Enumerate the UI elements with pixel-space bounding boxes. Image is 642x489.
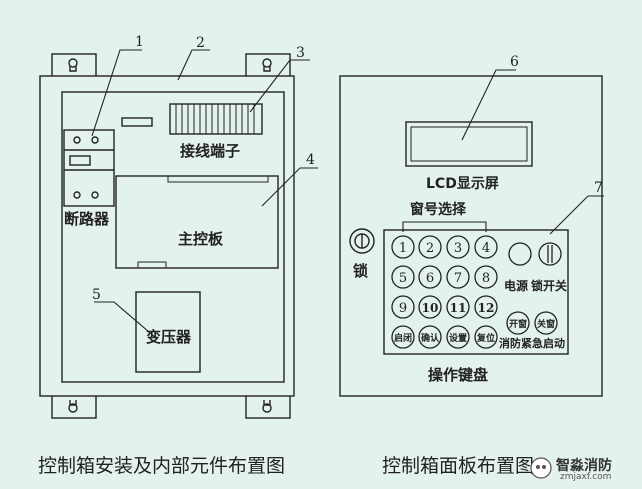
- key-7[interactable]: [446, 265, 470, 289]
- keyboard-frame: [383, 229, 569, 355]
- lock-label: 锁: [353, 262, 368, 280]
- key-close-window[interactable]: [534, 311, 558, 335]
- lcd-label: LCD显示屏: [426, 176, 499, 192]
- keyboard-label: 操作键盘: [428, 366, 488, 384]
- terminal-block: [169, 103, 263, 135]
- key-11-label: 11: [450, 301, 467, 315]
- open-window-label: 开窗: [509, 318, 527, 330]
- callout-4: 4: [306, 152, 315, 168]
- power-indicator: [508, 242, 532, 266]
- main-control-board: [115, 175, 279, 269]
- circuit-breaker: [63, 129, 115, 207]
- window-select-bracket: [402, 221, 487, 232]
- key-9[interactable]: [391, 295, 415, 319]
- transformer-label: 变压器: [146, 328, 192, 346]
- key-1-label: 1: [399, 241, 407, 256]
- key-5-label: 5: [399, 271, 407, 286]
- breaker-label: 断路器: [64, 210, 110, 228]
- key-settings-label: 设置: [449, 332, 467, 344]
- key-confirm[interactable]: [418, 325, 442, 349]
- board-label: 主控板: [178, 230, 224, 248]
- key-open-window[interactable]: [506, 311, 530, 335]
- callout-2: 2: [196, 35, 205, 51]
- key-12-label: 12: [478, 301, 495, 315]
- lcd-screen: [405, 121, 533, 167]
- key-12[interactable]: [474, 295, 498, 319]
- watermark-name: 智淼消防: [556, 458, 612, 474]
- key-4[interactable]: [474, 235, 498, 259]
- right-panel: [339, 69, 604, 397]
- close-window-label: 关窗: [537, 318, 555, 330]
- key-start-stop[interactable]: [391, 325, 415, 349]
- watermark-url: zmjaxf.com: [560, 472, 612, 482]
- lock-switch-label: 锁开关: [531, 278, 567, 293]
- small-terminal-strip: [121, 117, 153, 127]
- callout-6-leader: [461, 69, 516, 141]
- key-5[interactable]: [391, 265, 415, 289]
- key-reset[interactable]: [474, 325, 498, 349]
- key-3[interactable]: [446, 235, 470, 259]
- left-cabinet: [39, 49, 318, 419]
- key-reset-label: 复位: [476, 332, 495, 344]
- keyhole-top-right: [262, 58, 272, 72]
- terminal-label: 接线端子: [180, 142, 240, 160]
- transformer: [135, 291, 201, 373]
- mount-tab-top-left: [51, 53, 97, 79]
- cabinet-outer: [39, 75, 295, 397]
- key-settings[interactable]: [446, 325, 470, 349]
- lock-switch[interactable]: [538, 242, 562, 266]
- left-caption: 控制箱安装及内部元件布置图: [38, 455, 285, 477]
- key-2[interactable]: [418, 235, 442, 259]
- key-7-label: 7: [454, 271, 462, 286]
- callout-3: 3: [296, 45, 305, 61]
- callout-7-leader: [549, 195, 604, 235]
- key-11[interactable]: [446, 295, 470, 319]
- key-8[interactable]: [474, 265, 498, 289]
- key-confirm-label: 确认: [421, 332, 440, 344]
- key-10-label: 10: [422, 301, 439, 315]
- keyhole-bottom-right: [262, 400, 272, 413]
- keyhole-bottom-left: [68, 400, 78, 413]
- key-10[interactable]: [418, 295, 442, 319]
- mount-tab-top-right: [245, 53, 291, 79]
- right-caption: 控制箱面板布置图: [382, 455, 534, 477]
- watermark: 智淼消防 zmjaxf.com: [526, 454, 638, 482]
- callout-1: 1: [135, 34, 144, 50]
- watermark-logo-icon: [530, 457, 552, 479]
- window-select-label: 窗号选择: [410, 201, 467, 218]
- callout-6: 6: [510, 54, 519, 70]
- key-6-label: 6: [426, 271, 434, 286]
- key-1[interactable]: [391, 235, 415, 259]
- cabinet-inner-panel: [61, 91, 285, 383]
- left-callout-leaders: [91, 49, 318, 339]
- lock-icon: [349, 228, 375, 254]
- key-2-label: 2: [426, 241, 434, 256]
- panel-body: [339, 75, 603, 397]
- callout-7: 7: [594, 180, 603, 196]
- key-start-stop-label: 启闭: [394, 332, 412, 344]
- key-3-label: 3: [454, 241, 462, 256]
- callout-5: 5: [92, 287, 101, 303]
- key-9-label: 9: [399, 301, 407, 316]
- key-8-label: 8: [482, 271, 490, 286]
- key-6[interactable]: [418, 265, 442, 289]
- key-4-label: 4: [482, 241, 490, 256]
- fire-emergency-label: 消防紧急启动: [499, 336, 565, 350]
- power-label: 电源: [504, 278, 528, 293]
- keyhole-top-left: [68, 58, 78, 72]
